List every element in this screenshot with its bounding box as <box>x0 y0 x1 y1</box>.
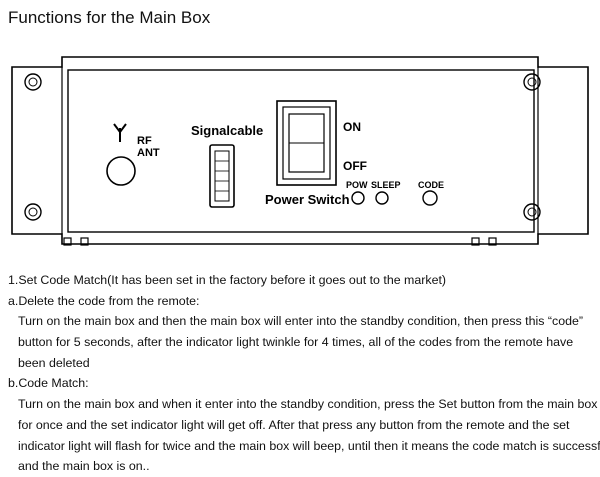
pow-indicator <box>351 191 365 205</box>
instruction-line: 1.Set Code Match(It has been set in the … <box>8 273 447 287</box>
power-switch-label: Power Switch <box>265 192 350 207</box>
sleep-indicator <box>375 191 389 205</box>
instruction-line: for once and the set indicator light wil… <box>18 417 570 432</box>
instruction-line: and the main box is on.. <box>18 459 150 474</box>
pow-label: POW <box>346 180 368 190</box>
signal-cable-port <box>209 144 235 208</box>
screw-hole-top-right <box>523 73 541 91</box>
instruction-line: indicator light will flash for twice and… <box>18 438 600 453</box>
instruction-line: Turn on the main box and when it enter i… <box>18 397 598 412</box>
code-button <box>422 190 438 206</box>
power-switch <box>276 100 337 186</box>
foot-right <box>471 237 497 246</box>
code-label: CODE <box>418 180 444 190</box>
signal-cable-label: Signalcable <box>191 123 263 138</box>
main-box-diagram: RF ANT Signalcable ON OFF POW SLEEP CODE… <box>11 56 589 246</box>
ant-label: ANT <box>137 147 160 159</box>
instruction-line: been deleted <box>18 355 90 370</box>
foot-left <box>63 237 89 246</box>
screw-hole-top-left <box>24 73 42 91</box>
rf-antenna-port <box>106 156 136 186</box>
front-panel <box>67 69 535 233</box>
antenna-icon <box>113 123 127 142</box>
rf-label: RF <box>137 135 152 147</box>
instruction-line: b.Code Match: <box>8 376 89 391</box>
screw-hole-bottom-left <box>24 203 42 221</box>
main-box-outline <box>11 56 589 245</box>
on-label: ON <box>343 120 361 134</box>
screw-hole-bottom-right <box>523 203 541 221</box>
sleep-label: SLEEP <box>371 180 401 190</box>
page-title: Functions for the Main Box <box>8 8 211 27</box>
off-label: OFF <box>343 159 367 173</box>
instructions: 1.Set Code Match(It has been set in the … <box>8 270 600 477</box>
instruction-line: a.Delete the code from the remote: <box>8 293 200 308</box>
instruction-line: Turn on the main box and then the main b… <box>18 314 584 329</box>
instruction-line: button for 5 seconds, after the indicato… <box>18 335 574 350</box>
